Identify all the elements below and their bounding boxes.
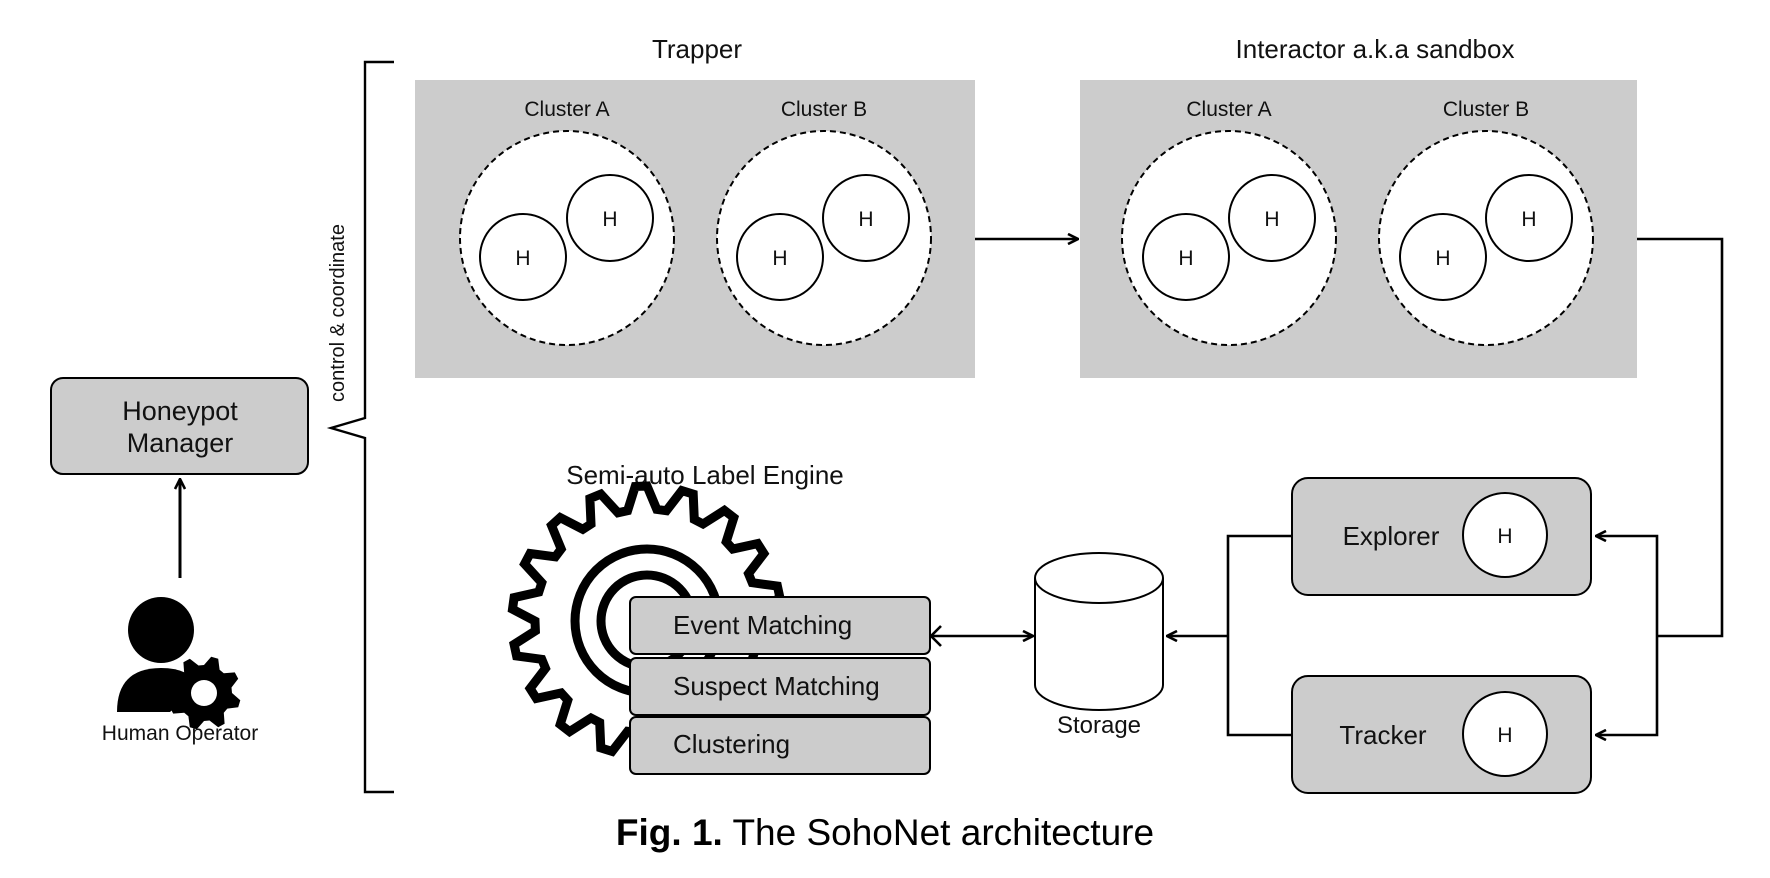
human-operator-icon <box>117 597 241 730</box>
svg-text:H: H <box>515 247 530 270</box>
svg-text:Clustering: Clustering <box>673 729 790 759</box>
honeypot-node <box>1228 174 1316 262</box>
engine-module-clustering: Clustering <box>629 716 931 775</box>
honeypot-node <box>1462 691 1548 777</box>
control-coordinate-label: control & coordinate <box>327 224 349 402</box>
tracker-label: Tracker <box>1339 720 1426 750</box>
svg-text:H: H <box>772 247 787 270</box>
honeypot-node <box>822 174 910 262</box>
honeypot-node <box>1142 213 1230 301</box>
svg-text:H: H <box>1521 208 1536 231</box>
svg-text:H: H <box>1264 208 1279 231</box>
trapper-cluster-b: H H <box>716 130 932 346</box>
svg-text:H: H <box>858 208 873 231</box>
operator-label: Human Operator <box>102 722 258 745</box>
figure-caption: Fig. 1. The SohoNet architecture <box>0 812 1770 854</box>
interactor-cluster-b-label: Cluster B <box>1443 98 1529 121</box>
manager-label-line2: Manager <box>127 428 234 458</box>
honeypot-node <box>1485 174 1573 262</box>
manager-label-line1: Honeypot <box>122 396 238 426</box>
honeypot-node <box>1399 213 1487 301</box>
trapper-title: Trapper <box>652 34 742 64</box>
honeypot-node <box>479 213 567 301</box>
tracker-box: Tracker H <box>1291 675 1592 794</box>
interactor-cluster-b: H H <box>1378 130 1594 346</box>
storage-cylinder: Storage <box>1034 552 1164 739</box>
interactor-cluster-a-label: Cluster A <box>1186 98 1271 121</box>
honeypot-node <box>566 174 654 262</box>
trapper-cluster-b-label: Cluster B <box>781 98 867 121</box>
caption-prefix: Fig. 1. <box>615 812 723 853</box>
storage-label: Storage <box>1057 712 1141 739</box>
explorer-to-storage-line <box>1226 534 1292 737</box>
honeypot-node <box>736 213 824 301</box>
caption-text: The SohoNet architecture <box>722 812 1155 853</box>
label-engine: Semi-auto Label Engine Event Matching Su… <box>507 460 931 775</box>
engine-module-suspect-matching: Suspect Matching <box>629 657 931 716</box>
interactor-title: Interactor a.k.a sandbox <box>1236 34 1515 64</box>
svg-text:Event Matching: Event Matching <box>673 610 852 640</box>
interactor-cluster-a: H H <box>1121 130 1337 346</box>
engine-module-event-matching: Event Matching <box>629 596 931 655</box>
control-brace: control & coordinate <box>326 60 394 794</box>
honeypot-node <box>1462 492 1548 578</box>
engine-title: Semi-auto Label Engine <box>566 460 844 490</box>
to-explorer-arrow <box>1597 536 1659 636</box>
svg-text:Suspect Matching: Suspect Matching <box>673 671 880 701</box>
trapper-cluster-a: H H <box>459 130 675 346</box>
operator-gear-icon <box>167 656 241 730</box>
svg-text:H: H <box>1435 247 1450 270</box>
svg-text:H: H <box>602 208 617 231</box>
svg-text:H: H <box>1497 525 1512 548</box>
svg-text:H: H <box>1178 247 1193 270</box>
trapper-panel: Trapper Cluster A Cluster B H H H H <box>415 34 975 378</box>
trapper-cluster-a-label: Cluster A <box>524 98 609 121</box>
interactor-output-line <box>1637 237 1724 638</box>
to-tracker-arrow <box>1597 636 1659 735</box>
svg-text:H: H <box>1497 724 1512 747</box>
interactor-panel: Interactor a.k.a sandbox Cluster A Clust… <box>1080 34 1637 378</box>
explorer-label: Explorer <box>1343 521 1440 551</box>
explorer-box: Explorer H <box>1291 477 1592 596</box>
honeypot-manager-box: Honeypot Manager <box>50 377 309 475</box>
